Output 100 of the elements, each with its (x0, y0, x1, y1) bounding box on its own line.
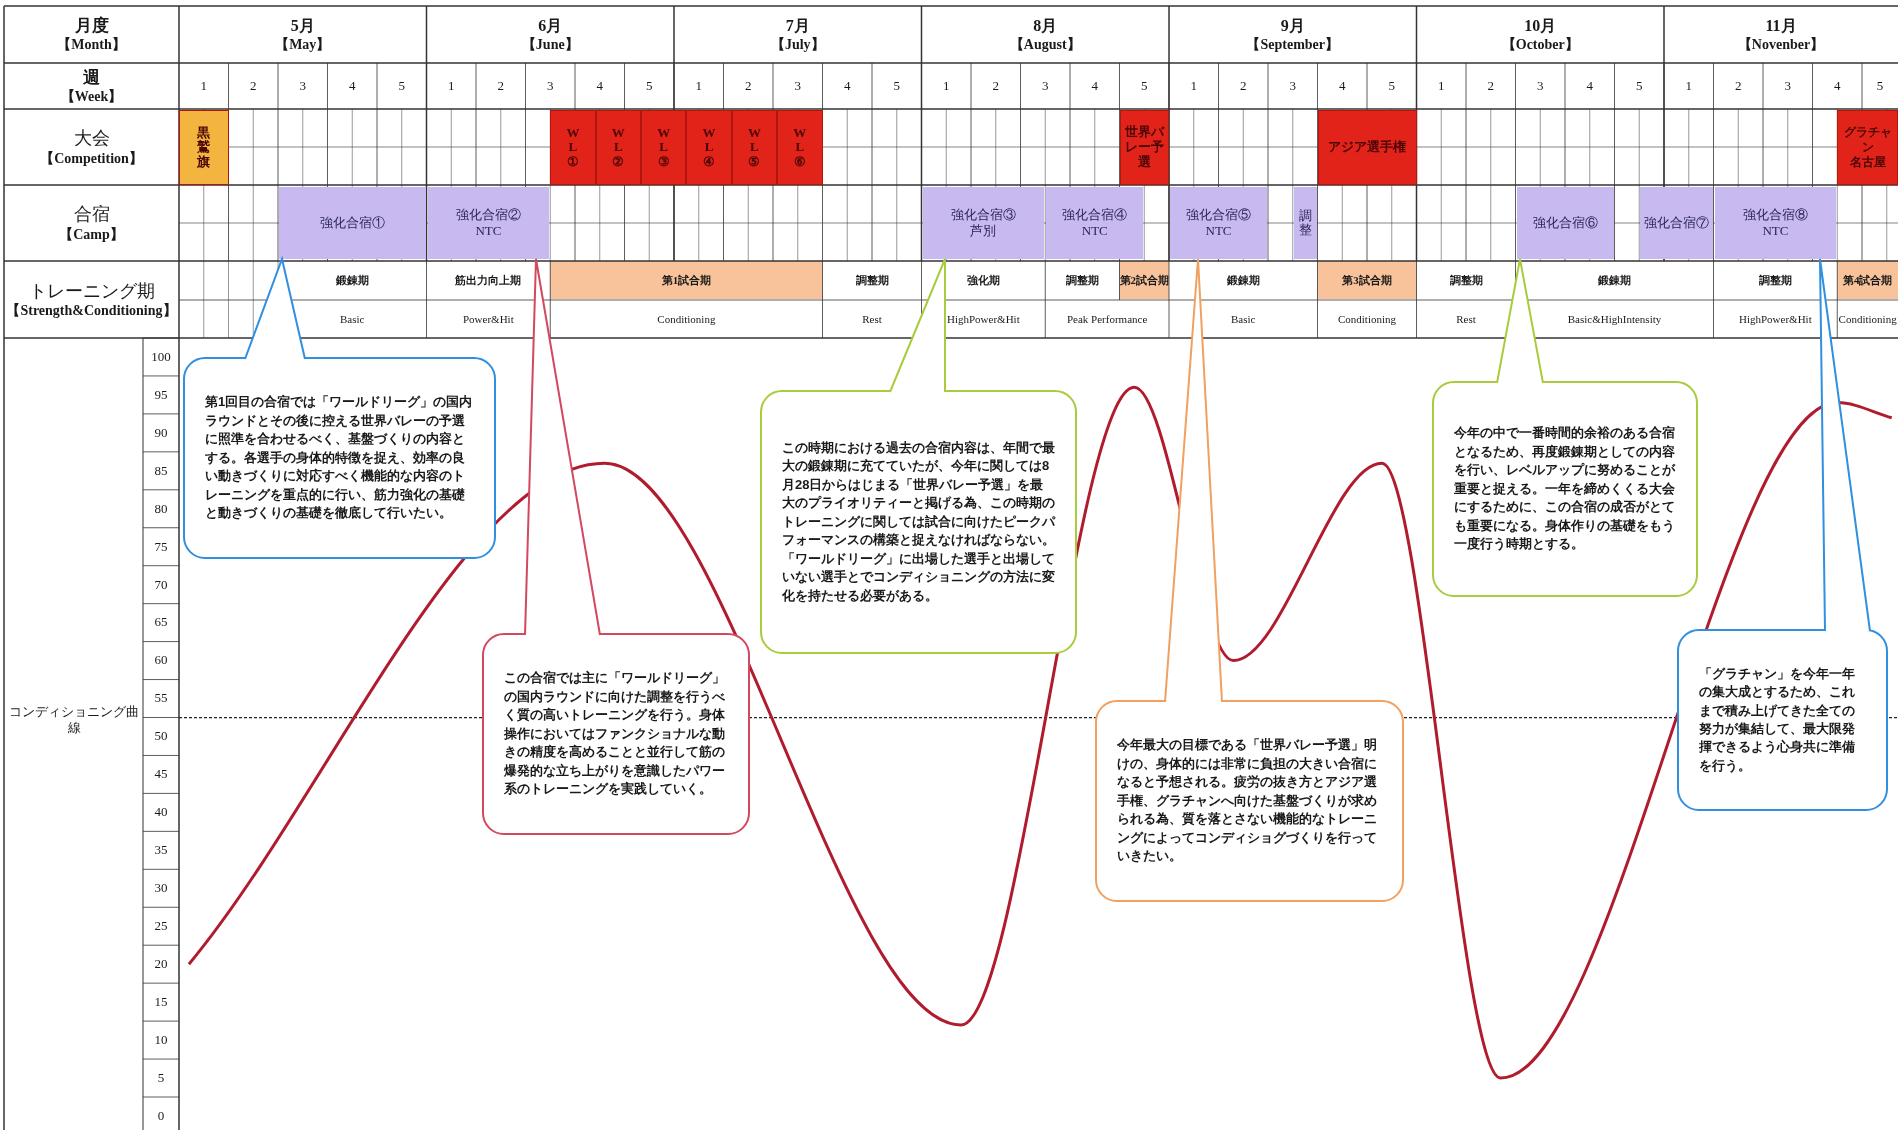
competition-label: 世界バレー予選 (1124, 125, 1164, 170)
competition-box (595, 110, 641, 185)
axis-tick-label: 75 (154, 538, 168, 555)
callout-box (1432, 381, 1698, 597)
competition-label: WL③ (657, 126, 671, 169)
month-header: 9月 (1280, 15, 1305, 36)
week-number: 4 (1834, 77, 1841, 95)
competition-box (777, 110, 823, 185)
month-header: 【September】 (1246, 35, 1339, 54)
week-number: 3 (1537, 77, 1544, 95)
week-number: 1 (1438, 77, 1445, 95)
callout-box (1095, 700, 1404, 902)
week-number: 4 (596, 77, 603, 95)
camp-label: 強化合宿③ (950, 206, 1016, 223)
camp-box (922, 187, 1045, 259)
week-number: 3 (794, 77, 801, 95)
month-header: 8月 (1033, 15, 1058, 36)
period-label: Basic (1231, 312, 1256, 327)
axis-tick-label: 35 (154, 842, 168, 859)
competition-label: WL⑥ (793, 126, 807, 169)
week-number: 5 (1141, 77, 1148, 95)
week-number: 1 (200, 77, 207, 95)
week-number: 1 (695, 77, 702, 95)
axis-tick-label: 40 (154, 804, 168, 821)
period-label: 第4試合期 (1842, 273, 1893, 288)
camp-box (1046, 187, 1144, 259)
week-number: 1 (1190, 77, 1197, 95)
period-label: 調整期 (1449, 273, 1483, 288)
period-label: Basic&HighIntensity (1567, 312, 1662, 327)
period-label: Basic (340, 312, 365, 327)
competition-label: 名古屋 (1849, 155, 1886, 170)
camp-label: 強化合宿① (319, 214, 385, 232)
camp-box (1640, 187, 1713, 259)
callout-text: 第1回目の合宿では「ワールドリーグ」の国内ラウンドとその後に控える世界バレーの予選に照準を合わせるべく、基盤づくりの内容とする。各選手の身体的特徴を捉え、効率の良い動きづくりに対応すべく機能的な内容のトレーニングを重点的に行い、筋力強化の基礎と動きづくりの基礎を徹底して行いたい。 (205, 393, 474, 523)
period-label: 調整期 (855, 273, 889, 288)
camp-label: 強化合宿④ (1062, 206, 1128, 223)
axis-tick-label: 90 (154, 424, 168, 441)
period-label: 第3試合期 (1342, 273, 1392, 288)
month-header: 11月 (1765, 15, 1797, 36)
month-header: 10月 (1524, 15, 1557, 36)
week-number: 2 (1240, 77, 1247, 95)
week-number: 5 (893, 77, 900, 95)
row-header: 【Strength&Conditioning】 (6, 302, 177, 320)
callout-box (183, 357, 496, 559)
camp-label: 芦別 (970, 223, 997, 240)
competition-label: WL⑤ (747, 126, 761, 169)
competition-label: WL④ (702, 126, 716, 169)
competition-box (1119, 110, 1169, 185)
period-label: 調整期 (1065, 273, 1099, 288)
camp-label: NTC (1081, 223, 1108, 240)
row-header: 【Camp】 (59, 225, 124, 243)
axis-tick-label: 5 (157, 1069, 165, 1087)
month-header: 【May】 (275, 35, 331, 54)
week-number: 5 (398, 77, 405, 95)
row-header: 合宿 (73, 203, 110, 226)
week-number: 4 (1339, 77, 1346, 95)
week-number: 3 (1042, 77, 1049, 95)
axis-tick-label: 65 (154, 614, 168, 631)
callout-box (1677, 629, 1888, 811)
camp-label: NTC (475, 223, 502, 240)
week-number: 5 (1636, 77, 1643, 95)
camp-label: 強化合宿⑧ (1742, 206, 1808, 223)
camp-label: 強化合宿⑥ (1532, 214, 1598, 232)
week-number: 2 (1735, 77, 1742, 95)
period-label: 鍛錬期 (1598, 273, 1631, 288)
axis-tick-label: 70 (154, 576, 168, 593)
week-number: 3 (1784, 77, 1791, 95)
period-label: 第2試合期 (1119, 273, 1169, 288)
competition-box (731, 110, 778, 185)
period-label: 強化期 (966, 273, 1000, 288)
period-label: Rest (1456, 312, 1476, 327)
column-header: 【Week】 (60, 87, 123, 106)
competition-label: WL① (566, 126, 580, 169)
week-number: 4 (1586, 77, 1593, 95)
camp-box (1293, 187, 1317, 259)
month-header: 【June】 (521, 35, 579, 54)
month-header: 【August】 (1009, 35, 1081, 54)
period-label: Conditioning (657, 312, 716, 327)
month-header: 6月 (538, 15, 563, 36)
week-number: 3 (547, 77, 554, 95)
week-number: 4 (844, 77, 851, 95)
callout-text: この時期における過去の合宿内容は、年間で最大の鍛錬期に充てていたが、今年に関しては8月28日からはじまる「世界バレー予選」を最大のプライオリティーと掲げる為、この時期のトレーニングに関しては試合に向けたピークパフォーマンスの構築と捉えなければならない。「ワールドリーグ」に出場した選手と出場していない選手とでコンディショニングの方法に変化を持たせる必要がある。 (782, 438, 1055, 605)
callout-box (760, 390, 1077, 654)
period-label: Conditioning (1838, 312, 1897, 327)
column-header: 月度 (74, 15, 109, 37)
week-number: 3 (1289, 77, 1296, 95)
period-label: 鍛錬期 (335, 273, 369, 288)
axis-tick-label: 80 (154, 500, 168, 517)
axis-title: コンディショニング曲線 (8, 703, 140, 737)
competition-box (686, 110, 732, 185)
camp-box (1516, 187, 1614, 259)
axis-tick-label: 30 (154, 880, 168, 897)
competition-label: グラチャン (1842, 125, 1893, 155)
axis-tick-label: 95 (154, 386, 168, 404)
competition-box (641, 110, 687, 185)
competition-label: WL② (611, 126, 625, 169)
month-header: 【October】 (1501, 35, 1579, 54)
week-number: 4 (349, 77, 356, 95)
week-number: 5 (1876, 77, 1884, 95)
competition-box (550, 110, 596, 185)
